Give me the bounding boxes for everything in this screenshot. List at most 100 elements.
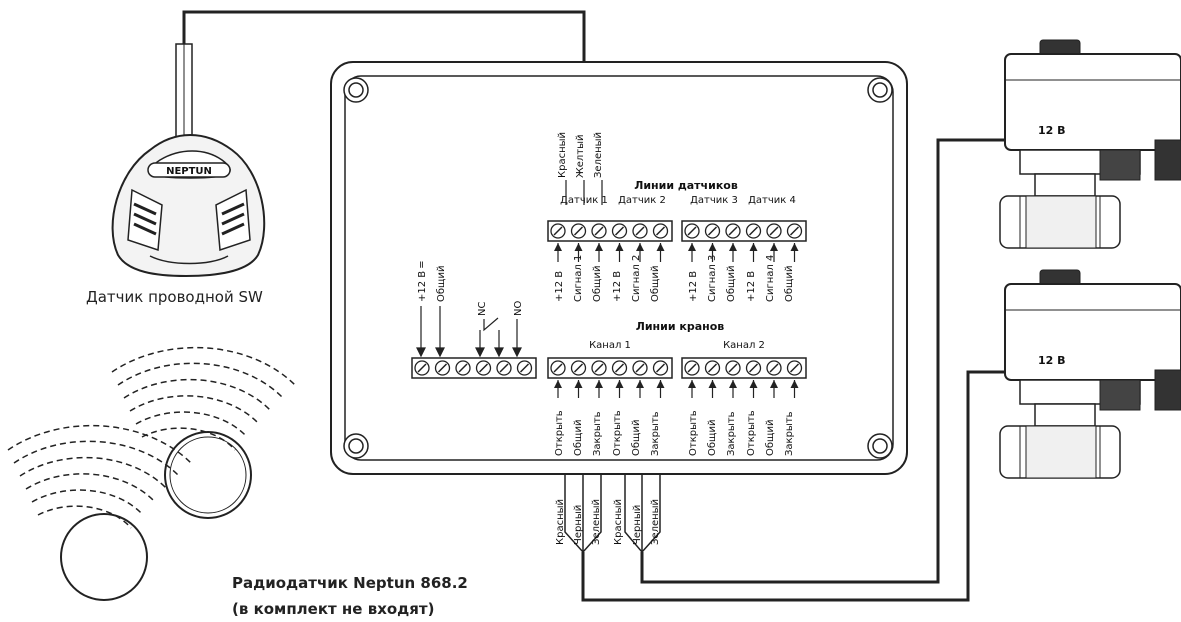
terminal-screw-slot xyxy=(769,363,779,373)
arrow-head xyxy=(770,380,778,388)
terminal-label: Сигнал 2 xyxy=(631,255,642,302)
arrow-head xyxy=(595,380,603,388)
sensor-group-label: Датчик 3 xyxy=(690,195,738,206)
arrow-head xyxy=(656,380,665,388)
sensor-terminal-labels: +12 В Сигнал 1 Общий +12 В Сигнал 2 Общи… xyxy=(554,255,795,302)
wired-sensor: NEPTUN xyxy=(111,43,266,278)
terminal-label: Открыть xyxy=(688,410,699,456)
wired-sensor-caption: Датчик проводной SW xyxy=(86,288,263,306)
arrow-head xyxy=(729,243,737,251)
valve-1 xyxy=(999,39,1181,249)
valve-wire-label: Зеленый xyxy=(650,499,661,545)
radio-sensor-caption: Радиодатчик Neptun 868.2 (в комплект не … xyxy=(232,570,468,622)
valve-voltage-label: 12 В xyxy=(1038,124,1066,137)
arrow-head xyxy=(554,243,562,251)
terminal-label: Открыть xyxy=(554,410,565,456)
terminal-screw-slot xyxy=(437,363,448,373)
sensor-group-label: Датчик 2 xyxy=(618,195,666,206)
channel-label: Канал 2 xyxy=(723,340,765,351)
terminal-screw-slot xyxy=(573,363,584,373)
radio-sensor-note: (в комплект не входят) xyxy=(232,600,435,618)
terminal-screw-slot xyxy=(458,363,468,373)
terminal-screw-slot xyxy=(635,226,645,236)
terminal-screw-slot xyxy=(614,363,625,373)
valve-wire-label: Красный xyxy=(613,499,624,545)
terminal-label: +12 В xyxy=(688,271,699,302)
arrow-head xyxy=(615,380,624,388)
valve-wire-label: Черный xyxy=(573,505,584,545)
terminal-screw-slot xyxy=(707,226,718,236)
terminal-label: Общий xyxy=(765,420,776,456)
arrow-head xyxy=(770,243,778,251)
terminal-screw-slot xyxy=(728,226,738,236)
terminal-label: Общий xyxy=(726,266,737,302)
terminal-screw-slot xyxy=(499,363,509,373)
arrow-head xyxy=(615,243,624,251)
valve-screws xyxy=(550,360,803,376)
arrow-head xyxy=(574,243,583,251)
terminal-label: Общий xyxy=(592,266,603,302)
arrow-head xyxy=(729,380,737,388)
arrow-head xyxy=(636,380,644,388)
terminal-label: Закрыть xyxy=(650,411,661,456)
sensor-wire-label: Красный xyxy=(557,132,568,178)
terminal-screw-slot xyxy=(655,363,666,373)
terminal-label: Общий xyxy=(650,266,661,302)
terminal-screw-slot xyxy=(728,363,738,373)
terminal-label: Общий xyxy=(573,420,584,456)
valve-wire-bundle xyxy=(564,138,1010,602)
relay-no-label: NO xyxy=(513,301,524,316)
relay-nc-label: NC xyxy=(477,302,488,316)
arrow-head xyxy=(708,243,717,251)
terminal-screw-slot xyxy=(687,363,697,373)
power-label: +12 В ═ xyxy=(417,261,428,302)
terminal-screw-slot xyxy=(635,363,645,373)
terminal-screw-slot xyxy=(707,363,718,373)
terminal-arrows xyxy=(554,180,799,398)
arrow-head xyxy=(790,243,799,251)
relay-screws xyxy=(414,360,533,376)
terminal-label: Общий xyxy=(707,420,718,456)
terminal-label: Открыть xyxy=(612,410,623,456)
terminal-label: Сигнал 1 xyxy=(573,255,584,302)
arrow-head xyxy=(574,380,583,388)
valve-wire-label: Красный xyxy=(555,499,566,545)
terminal-label: Закрыть xyxy=(592,411,603,456)
valve-wire-label: Черный xyxy=(632,505,643,545)
sensor-wire-label: Зеленый xyxy=(593,132,604,178)
terminal-label: +12 В xyxy=(746,271,757,302)
arrow-head xyxy=(708,380,717,388)
valve-terminal-labels: Открыть Общий Закрыть Открыть Общий Закр… xyxy=(554,410,795,456)
terminal-label: Закрыть xyxy=(784,411,795,456)
arrow-head xyxy=(688,243,696,251)
valve-wire-label: Зеленый xyxy=(591,499,602,545)
terminal-label: Сигнал 3 xyxy=(707,255,718,302)
terminal-screw-slot xyxy=(417,363,427,373)
terminal-label: Сигнал 4 xyxy=(765,255,776,302)
power-common-label: Общий xyxy=(436,266,447,302)
valve-voltage-label: 12 В xyxy=(1038,354,1066,367)
sensor-lines-title: Линии датчиков xyxy=(634,179,738,192)
radio-sensors xyxy=(7,346,296,601)
terminal-screw-slot xyxy=(553,363,563,373)
arrow-head xyxy=(790,380,799,388)
terminal-screw-slot xyxy=(614,226,625,236)
terminal-label: +12 В xyxy=(554,271,565,302)
terminal-screw-slot xyxy=(553,226,563,236)
arrow-head xyxy=(636,243,644,251)
sensor-cable xyxy=(182,10,586,100)
terminal-screw-slot xyxy=(519,363,530,373)
neptun-logo-text: NEPTUN xyxy=(166,166,212,177)
terminal-screw-slot xyxy=(769,226,779,236)
channel-label: Канал 1 xyxy=(589,340,631,351)
terminal-screw-slot xyxy=(573,226,584,236)
valve-lines-title: Линии кранов xyxy=(636,320,725,333)
power-relay-arrows xyxy=(416,306,522,358)
terminal-screw-slot xyxy=(594,226,604,236)
terminal-screw-slot xyxy=(789,363,800,373)
sensor-wire-label: Желтый xyxy=(575,134,586,178)
valve-wire-labels: Красный Черный Зеленый Красный Черный Зе… xyxy=(555,499,661,545)
arrow-head xyxy=(688,380,696,388)
terminal-screw-slot xyxy=(687,226,697,236)
